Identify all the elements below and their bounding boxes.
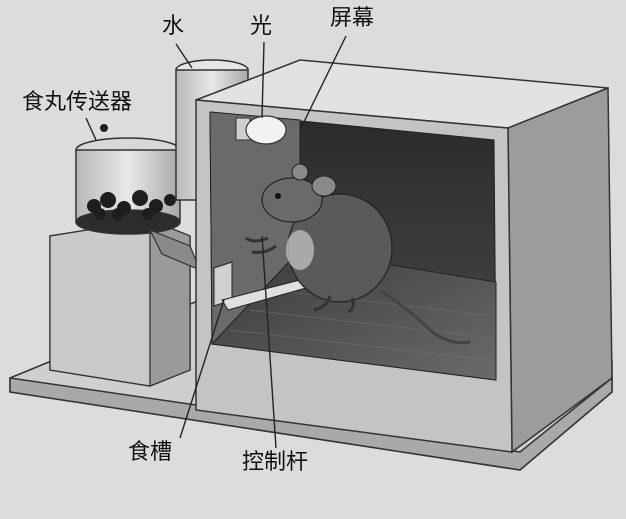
label-water: 水 [162,14,185,39]
label-light: 光 [250,14,273,39]
light-bulb [235,115,287,145]
pellet-dispenser [75,124,202,272]
feeder-stand [49,219,191,387]
leader-lines [85,35,347,449]
label-pellet-dispenser: 食丸传送器 [22,90,133,115]
label-food-tray: 食槽 [128,440,173,465]
label-control-lever: 控制杆 [242,450,309,475]
rat [245,163,471,345]
label-screen: 屏幕 [330,6,375,31]
